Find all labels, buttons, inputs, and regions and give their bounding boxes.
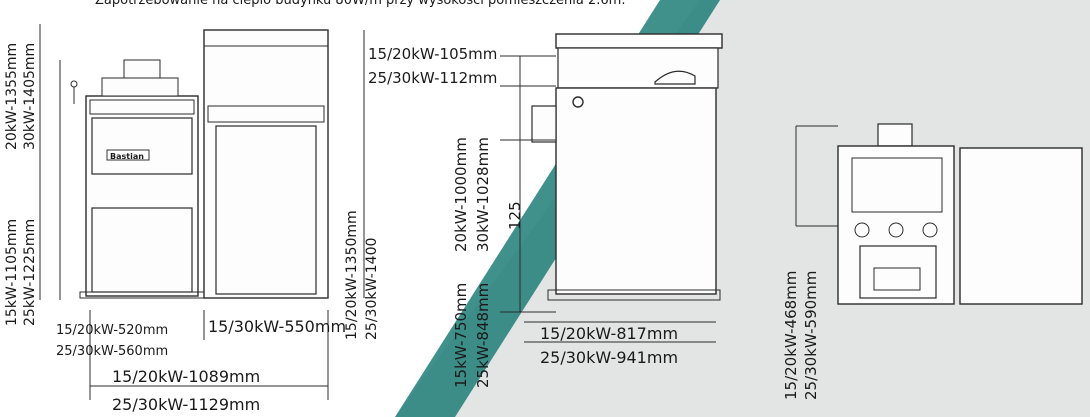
back-fitting-center: [888, 222, 904, 238]
side-depth-a: 15/20kW-817mm: [540, 324, 678, 343]
side-offset: 125: [506, 201, 524, 230]
side-view: 15/20kW-105mm 25/30kW-112mm 15kW-750mm 2…: [368, 33, 723, 388]
side-handle-knob: [572, 96, 584, 108]
brand-plate: [106, 149, 150, 161]
boiler-width-b: 25/30kW-560mm: [56, 344, 168, 359]
boiler-upper-door: [91, 117, 193, 175]
control-panel: [101, 77, 179, 97]
side-hopper: [557, 47, 719, 89]
controller-display: [123, 59, 161, 79]
front-height-d: 30kW-1405mm: [22, 43, 38, 150]
brand-label: Bastian: [110, 152, 144, 161]
hopper-width: 15/30kW-550mm: [208, 317, 346, 336]
flue-outlet: [531, 105, 557, 143]
back-flue: [877, 123, 913, 147]
handle-knob: [70, 80, 78, 88]
side-boiler-body: [555, 87, 717, 295]
back-view: 15/20kW-468mm 25/30kW-590mm: [782, 123, 1083, 400]
header-text: Zapotrzebowanie na ciepło budynku 80W/m …: [95, 0, 625, 8]
grey-background-band: [395, 0, 1090, 417]
side-flue-c: 20kW-1000mm: [452, 137, 470, 252]
front-height-c: 20kW-1355mm: [4, 43, 20, 150]
side-hopper-lid: [555, 33, 723, 49]
back-fitting-right: [922, 222, 938, 238]
side-controller: [654, 70, 696, 85]
fuel-hopper: [203, 29, 329, 299]
back-height-b: 25/30kW-590mm: [802, 271, 820, 400]
hopper-height-a: 15/20kW-1350mm: [344, 210, 360, 340]
back-burner-housing: [859, 245, 937, 299]
hopper-door: [215, 125, 317, 295]
hopper-height-b: 25/30kW-1400: [364, 238, 380, 340]
side-flue-b: 25kW-848mm: [474, 283, 492, 388]
side-flue-a: 15kW-750mm: [452, 283, 470, 388]
boiler-body: [85, 95, 199, 297]
total-width-b: 25/30kW-1129mm: [112, 395, 260, 414]
front-height-a: 15kW-1105mm: [4, 219, 20, 326]
back-height-a: 15/20kW-468mm: [782, 271, 800, 400]
side-top-b: 25/30kW-112mm: [368, 69, 497, 87]
total-width-a: 15/20kW-1089mm: [112, 367, 260, 386]
side-depth-b: 25/30kW-941mm: [540, 348, 678, 367]
side-top-a: 15/20kW-105mm: [368, 45, 497, 63]
front-view: Bastian 15kW-1105mm 25kW-1225mm 20kW-135…: [4, 24, 380, 414]
front-height-b: 25kW-1225mm: [22, 219, 38, 326]
back-hopper: [959, 147, 1083, 305]
boiler-width-a: 15/20kW-520mm: [56, 323, 168, 338]
back-fitting-left: [854, 222, 870, 238]
side-flue-d: 30kW-1028mm: [474, 137, 492, 252]
